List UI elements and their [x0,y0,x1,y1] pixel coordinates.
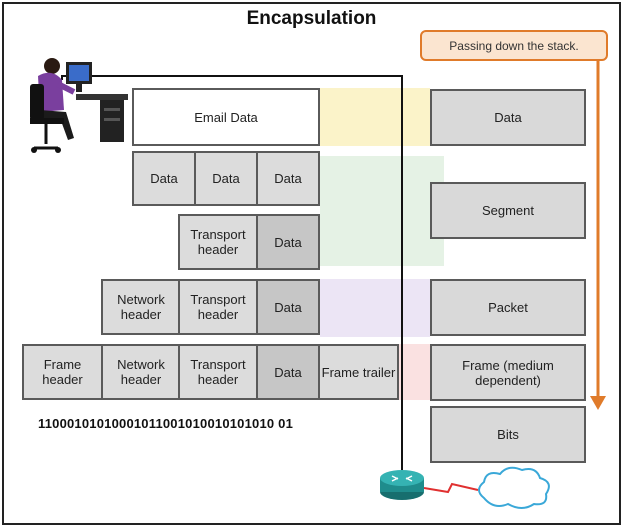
pdu-packet-label: Packet [430,279,586,336]
serial-link-icon [423,482,479,494]
frame-data-box: Data [256,344,320,400]
transport-header-box: Transport header [178,214,258,270]
pdu-data-label: Data [430,89,586,146]
transport-data-box: Data [256,214,320,270]
email-data-box: Email Data [132,88,320,146]
frame-band [398,344,430,400]
pdu-bits-label: Bits [430,406,586,463]
person-at-computer-icon [30,58,128,153]
segment-band [320,156,444,266]
diagram-title: Encapsulation [246,8,377,29]
packet-transport-header-box: Transport header [178,279,258,335]
packet-network-header-box: Network header [101,279,181,335]
packet-data-box: Data [256,279,320,335]
data-cell-3: Data [256,151,320,206]
data-cell-1: Data [132,151,196,206]
pdu-frame-label: Frame (medium dependent) [430,344,586,401]
pdu-segment-label: Segment [430,182,586,239]
packet-band [320,279,430,337]
frame-transport-header-box: Transport header [178,344,258,400]
cloud-icon [478,466,550,509]
data-band [320,88,430,146]
network-cable-line [61,75,403,470]
passing-down-callout: Passing down the stack. [420,30,608,61]
router-icon [380,470,424,500]
frame-network-header-box: Network header [101,344,181,400]
bits-string: 11000101010001011001010010101010 01 [38,416,293,431]
frame-trailer-box: Frame trailer [318,344,399,400]
frame-header-box: Frame header [22,344,103,400]
stack-arrow-head [590,396,606,410]
